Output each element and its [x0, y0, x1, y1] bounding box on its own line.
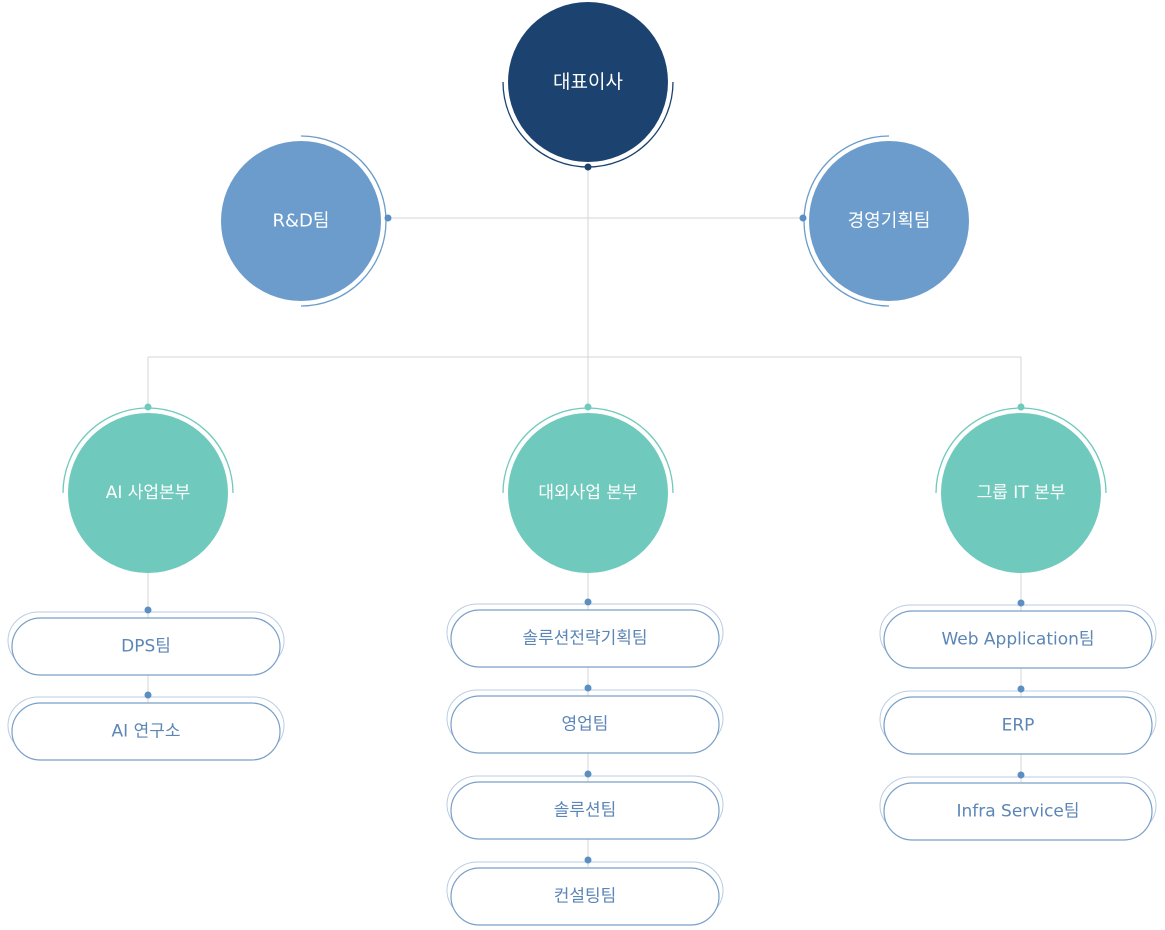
team-pill: AI 연구소 [7, 691, 285, 761]
staff-right-label: 경영기획팀 [848, 211, 931, 232]
staff-left-circle [221, 141, 381, 301]
division-external-dot [584, 403, 592, 411]
team-pill-label: 솔루션전략기획팀 [522, 629, 647, 649]
team-pill-dot [144, 691, 152, 699]
team-pill-dot [1017, 685, 1025, 693]
team-pill-box [450, 867, 720, 926]
team-pill-box [450, 781, 720, 840]
team-pill-box [450, 609, 720, 668]
team-pill-box [883, 610, 1153, 669]
team-pill-label: DPS팀 [121, 637, 171, 657]
ceo-circle [508, 2, 668, 162]
team-pill: Web Application팀 [879, 599, 1157, 669]
team-pill: 솔루션팀 [446, 770, 724, 840]
team-pill-label: Web Application팀 [941, 630, 1094, 650]
staff-left-label: R&D팀 [273, 211, 330, 232]
team-pill-dot [584, 770, 592, 778]
division-node-ai: AI 사업본부 [62, 403, 234, 573]
division-ai-label: AI 사업본부 [106, 483, 191, 503]
team-pill: DPS팀 [7, 606, 285, 676]
team-pill-label: 영업팀 [562, 715, 609, 735]
staff-node-planning: 경영기획팀 [799, 135, 969, 307]
team-pill: ERP [879, 685, 1157, 755]
staff-left-arc [300, 135, 387, 307]
team-pill: 영업팀 [446, 684, 724, 754]
team-pill-label: 컨설팅팀 [554, 887, 617, 907]
division-node-group-it: 그룹 IT 본부 [935, 403, 1107, 573]
team-pill-box [883, 696, 1153, 755]
team-pill: Infra Service팀 [879, 771, 1157, 841]
team-pill-label: Infra Service팀 [956, 802, 1079, 822]
division-it-circle [941, 413, 1101, 573]
division-node-external: 대외사업 본부 [502, 403, 674, 573]
team-pill-dot [584, 684, 592, 692]
division-it-dot [1017, 403, 1025, 411]
ceo-dot [584, 163, 592, 171]
division-ai-dot [144, 403, 152, 411]
team-pill-box [11, 617, 281, 676]
team-pill: 솔루션전략기획팀 [446, 598, 724, 668]
team-pill-box [883, 782, 1153, 841]
division-it-label: 그룹 IT 본부 [977, 483, 1066, 503]
staff-right-dot [799, 214, 807, 222]
staff-right-circle [809, 141, 969, 301]
staff-node-rnd: R&D팀 [221, 135, 392, 307]
team-pill-dot [584, 598, 592, 606]
team-pill-box [11, 702, 281, 761]
division-external-circle [508, 413, 668, 573]
team-pill-dot [1017, 771, 1025, 779]
division-external-label: 대외사업 본부 [538, 483, 637, 503]
ceo-node: 대표이사 [502, 2, 674, 171]
team-pill-dot [144, 606, 152, 614]
team-pill-label: ERP [1002, 716, 1035, 736]
division-ai-circle [68, 413, 228, 573]
team-pill: 컨설팅팀 [446, 856, 724, 926]
team-pill-label: 솔루션팀 [554, 801, 617, 821]
team-pill-label: AI 연구소 [112, 722, 181, 742]
ceo-label: 대표이사 [553, 71, 623, 93]
staff-left-dot [384, 214, 392, 222]
team-pill-dot [1017, 599, 1025, 607]
team-pill-box [450, 695, 720, 754]
team-pill-dot [584, 856, 592, 864]
